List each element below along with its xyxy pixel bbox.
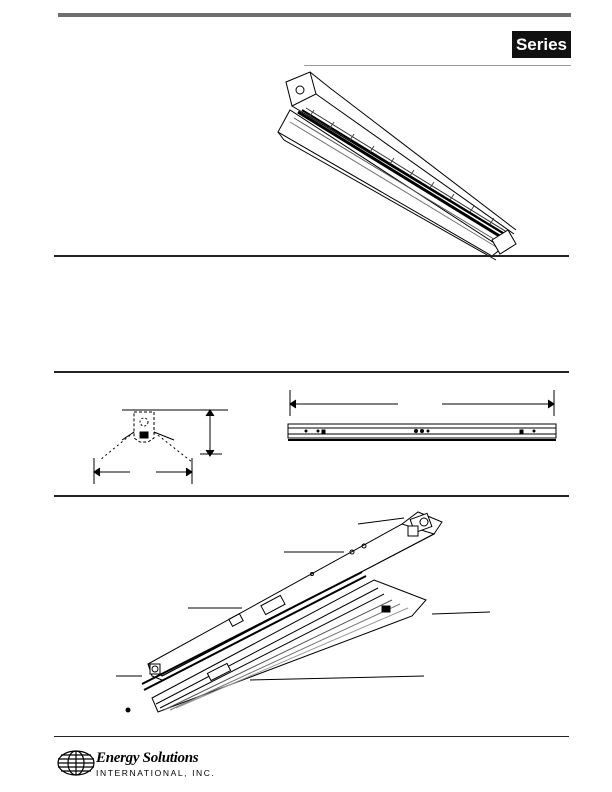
section-rule-2	[54, 371, 569, 373]
header-rule	[58, 13, 571, 17]
side-view-diagram	[287, 390, 557, 441]
company-name: Energy Solutions	[96, 750, 199, 766]
assembly-illustration	[116, 511, 491, 713]
fixture-illustration	[277, 71, 517, 261]
globe-icon	[57, 750, 95, 776]
header-thin-rule	[304, 65, 571, 66]
footer-rule	[54, 736, 569, 737]
end-view-diagram	[93, 409, 228, 484]
series-badge: Series	[512, 31, 571, 58]
section-rule-3	[54, 495, 569, 497]
section-rule-1	[54, 255, 569, 257]
company-logo: Energy Solutions INTERNATIONAL, INC.	[96, 750, 216, 779]
company-subtitle: INTERNATIONAL, INC.	[96, 768, 216, 778]
